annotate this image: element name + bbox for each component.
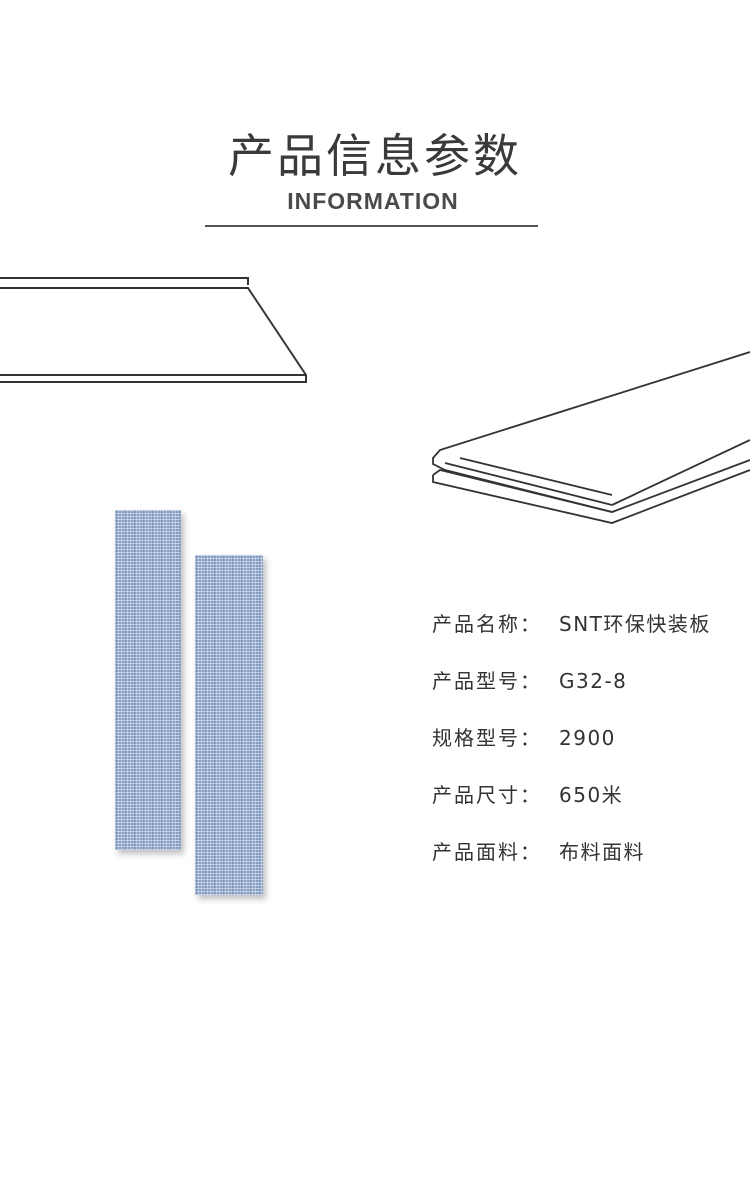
spec-row-spec: 规格型号： 2900 <box>432 724 711 781</box>
page-subtitle: INFORMATION <box>287 188 459 214</box>
spec-label: 产品型号： <box>432 669 542 693</box>
spec-label: 规格型号： <box>432 726 542 750</box>
spec-value: G32-8 <box>559 669 628 693</box>
spec-label: 产品名称： <box>432 612 542 636</box>
panel-line-drawings <box>0 277 750 524</box>
spec-value: 2900 <box>559 726 616 750</box>
spec-label: 产品尺寸： <box>432 783 542 807</box>
spec-value: SNT环保快装板 <box>559 612 711 636</box>
spec-row-fabric: 产品面料： 布料面料 <box>432 838 711 895</box>
spec-label: 产品面料： <box>432 840 542 864</box>
fabric-swatch-right <box>195 555 263 895</box>
spec-row-name: 产品名称： SNT环保快装板 <box>432 610 711 667</box>
spec-list: 产品名称： SNT环保快装板 产品型号： G32-8 规格型号： 2900 产品… <box>432 610 711 895</box>
panel-drawing-right <box>432 351 750 524</box>
spec-row-size: 产品尺寸： 650米 <box>432 781 711 838</box>
spec-row-model: 产品型号： G32-8 <box>432 667 711 724</box>
panel-drawing-left <box>0 277 307 383</box>
fabric-swatch-left <box>115 510 181 850</box>
page-title: 产品信息参数 <box>228 129 522 183</box>
spec-value: 布料面料 <box>559 840 645 864</box>
title-divider <box>205 225 538 227</box>
spec-value: 650米 <box>559 783 624 807</box>
